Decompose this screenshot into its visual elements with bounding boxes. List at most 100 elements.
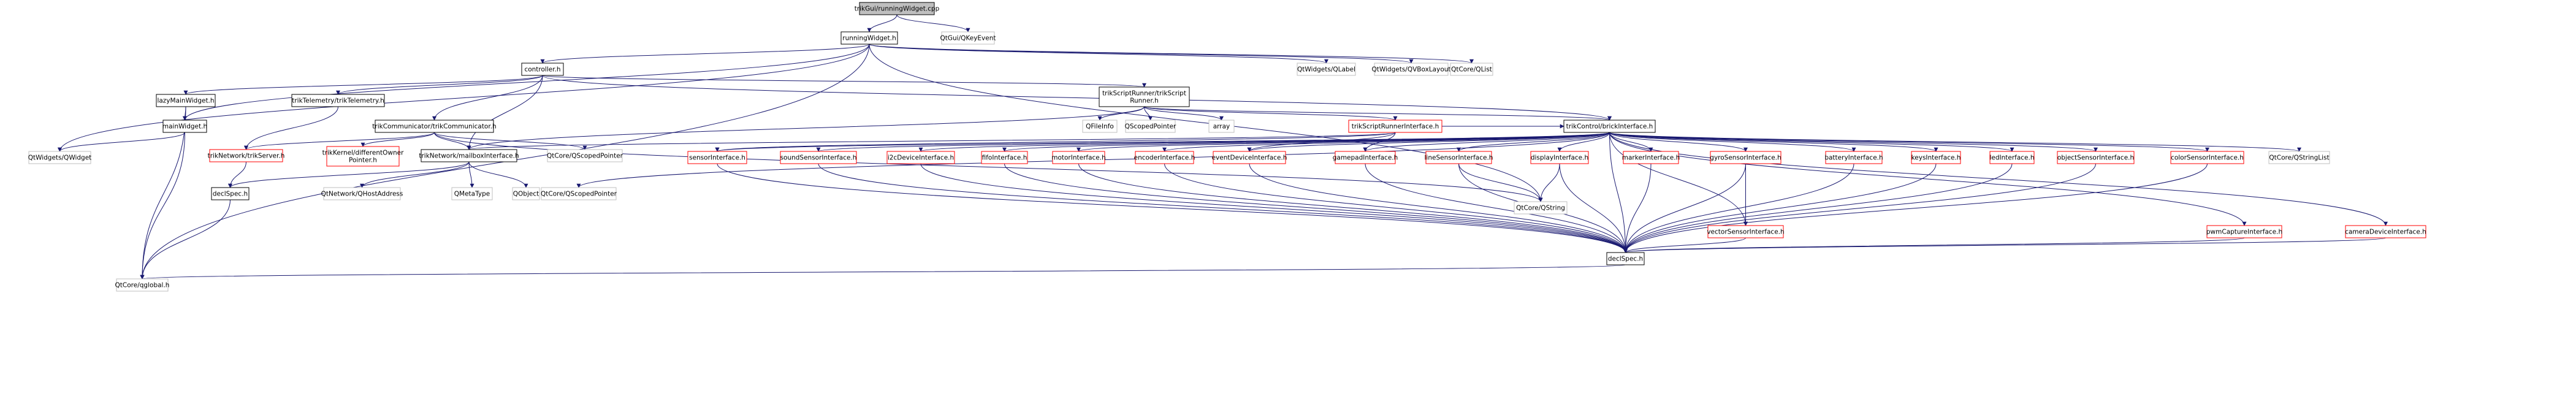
node-soundsensorinterface_h[interactable]: soundSensorInterface.h	[780, 151, 857, 164]
node-telemetry_h[interactable]: trikTelemetry/trikTelemetry.h	[291, 94, 385, 107]
node-label: mainWidget.h	[162, 123, 207, 131]
node-scriptrunner_h[interactable]: trikScriptRunner/trikScriptRunner.h	[1099, 86, 1190, 107]
node-box	[1297, 63, 1356, 76]
node-box	[886, 151, 955, 164]
node-controller_h[interactable]: controller.h	[521, 63, 564, 76]
node-box	[28, 151, 91, 164]
edge-mailboxinterface_h-to-declspec_a	[228, 161, 470, 188]
edge-runningwidget_h-to-qwidget	[58, 44, 870, 152]
node-label: QtCore/QScopedPointer	[547, 153, 623, 160]
node-mainwidget_h[interactable]: mainWidget.h	[162, 120, 207, 133]
node-qscopedpointer_a: QtCore/QScopedPointer	[547, 149, 623, 162]
node-qstring: QtCore/QString	[1514, 201, 1568, 215]
edge-soundsensorinterface_h-to-declspec_b	[818, 163, 1628, 253]
node-box	[2170, 151, 2244, 164]
node-box	[1208, 120, 1235, 133]
node-label: QtCore/QStringList	[2269, 154, 2329, 162]
node-pwmcaptureinterface_h[interactable]: pwmCaptureInterface.h	[2206, 225, 2282, 238]
node-declspec_a[interactable]: declSpec.h	[211, 187, 250, 200]
edge-brickinterface_h-to-qstringlist	[1609, 132, 2301, 152]
node-colorsensorinterface_h[interactable]: colorSensorInterface.h	[2170, 151, 2244, 164]
node-batteryinterface_h[interactable]: batteryInterface.h	[1824, 151, 1883, 164]
node-i2cdeviceinterface_h[interactable]: i2cDeviceInterface.h	[886, 151, 955, 164]
edge-controller_h-to-scriptrunner_h	[542, 75, 1146, 88]
node-encoderinterface_h[interactable]: encoderInterface.h	[1134, 151, 1195, 164]
node-linesensorinterface_h[interactable]: lineSensorInterface.h	[1425, 151, 1493, 164]
node-label: trikNetwork/mailboxInterface.h	[419, 153, 519, 160]
node-objectsensorinterface_h[interactable]: objectSensorInterface.h	[2057, 151, 2135, 164]
node-label: QtGui/QKeyEvent	[940, 35, 996, 42]
node-brickinterface_h[interactable]: trikControl/brickInterface.h	[1563, 120, 1656, 133]
node-ledinterface_h[interactable]: ledInterface.h	[1989, 151, 2035, 164]
node-runningwidget_h[interactable]: runningWidget.h	[840, 31, 898, 45]
node-label: QMetaType	[454, 191, 490, 198]
edge-mainwidget_h-to-qwidget	[58, 132, 185, 152]
node-box	[1425, 151, 1492, 164]
node-box	[323, 187, 401, 200]
node-declspec_b[interactable]: declSpec.h	[1606, 252, 1645, 265]
node-runningwidget_cpp[interactable]: trikGui/runningWidget.cpp	[855, 2, 940, 15]
node-fifointerface_h[interactable]: fifoInterface.h	[981, 151, 1028, 164]
node-box	[1707, 225, 1784, 238]
node-label: QtCore/QString	[1516, 205, 1565, 212]
node-qstringlist: QtCore/QStringList	[2268, 151, 2330, 164]
node-box	[1082, 120, 1118, 133]
edge-batteryinterface_h-to-declspec_b	[1623, 163, 1854, 253]
node-box	[1514, 201, 1568, 215]
edge-displayinterface_h-to-qstring	[1538, 163, 1560, 202]
node-array: array	[1208, 120, 1235, 133]
node-box	[1099, 86, 1190, 107]
node-keysinterface_h[interactable]: keysInterface.h	[1911, 151, 1961, 164]
node-cameradeviceinterface_h[interactable]: cameraDeviceInterface.h	[2345, 225, 2426, 238]
node-box	[421, 149, 517, 162]
node-sensorinterface_h[interactable]: sensorInterface.h	[687, 151, 747, 164]
node-label: controller.h	[524, 66, 560, 74]
node-label: QObject	[513, 191, 539, 198]
edge-brickinterface_h-to-batteryinterface_h	[1609, 132, 1856, 152]
node-box	[209, 149, 283, 162]
edge-brickinterface_h-to-pwmcaptureinterface_h	[1609, 132, 2247, 226]
node-box	[521, 63, 564, 76]
node-mailboxinterface_h[interactable]: trikNetwork/mailboxInterface.h	[419, 149, 519, 162]
node-box	[116, 278, 169, 292]
node-qscopedpointer_b: QScopedPointer	[1125, 120, 1176, 133]
node-label: fifoInterface.h	[982, 154, 1027, 162]
node-label: objectSensorInterface.h	[2057, 154, 2134, 162]
node-motorinterface_h[interactable]: motorInterface.h	[1051, 151, 1106, 164]
node-box	[1135, 151, 1194, 164]
node-box	[326, 146, 400, 167]
node-label: displayInterface.h	[1531, 154, 1588, 162]
node-box	[1563, 120, 1656, 133]
node-label: declSpec.h	[213, 191, 248, 198]
node-label: QtCore/QScopedPointer	[541, 191, 617, 198]
node-trikserver_h[interactable]: trikNetwork/trikServer.h	[208, 149, 285, 162]
edge-runningwidget_h-to-controller_h	[540, 44, 870, 64]
node-lazymainwidget_h[interactable]: lazyMainWidget.h	[156, 94, 216, 107]
edge-pwmcaptureinterface_h-to-declspec_b	[1623, 237, 2245, 253]
node-box	[840, 31, 898, 45]
node-communicator_h[interactable]: trikCommunicator/trikCommunicator.h	[372, 120, 497, 133]
node-label: trikScriptRunner/trikScript	[1102, 90, 1186, 97]
node-box	[512, 187, 540, 200]
edges	[58, 14, 2388, 280]
nodes: trikGui/runningWidget.cpp runningWidget.h…	[28, 2, 2426, 292]
node-eventdeviceinterface_h[interactable]: eventDeviceInterface.h	[1212, 151, 1287, 164]
edge-mailboxinterface_h-to-qhostaddress	[360, 161, 470, 188]
edge-brickinterface_h-to-cameradeviceinterface_h	[1609, 132, 2388, 226]
node-label: Pointer.h	[349, 157, 377, 164]
node-gyrosensorinterface_h[interactable]: gyroSensorInterface.h	[1710, 151, 1781, 164]
node-scriptrunnerinterface_h[interactable]: trikScriptRunnerInterface.h	[1348, 120, 1442, 133]
node-gamepadinterface_h[interactable]: gamepadInterface.h	[1333, 151, 1398, 164]
edge-brickinterface_h-to-vectorsensorinterface_h	[1609, 132, 1748, 226]
edge-displayinterface_h-to-declspec_b	[1559, 163, 1628, 253]
node-vectorsensorinterface_h[interactable]: vectorSensorInterface.h	[1707, 225, 1785, 238]
node-displayinterface_h[interactable]: displayInterface.h	[1530, 151, 1589, 164]
node-label: vectorSensorInterface.h	[1707, 229, 1784, 236]
edge-declspec_b-to-qtglobal	[140, 264, 1626, 280]
node-qmetatype: QMetaType	[451, 187, 493, 200]
node-markerinterface_h[interactable]: markerInterface.h	[1622, 151, 1680, 164]
edge-brickinterface_h-to-keysinterface_h	[1609, 132, 1938, 152]
node-box	[1989, 151, 2035, 164]
edge-scriptrunnerinterface_h-to-sensorinterface_h	[715, 132, 1396, 152]
